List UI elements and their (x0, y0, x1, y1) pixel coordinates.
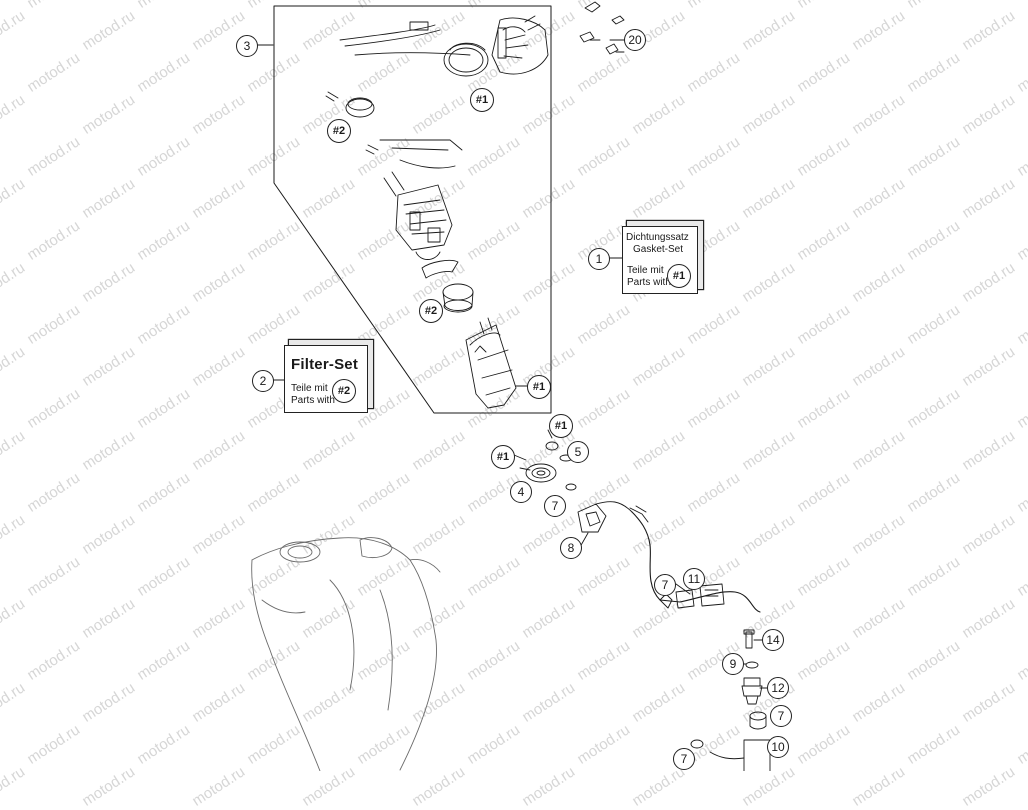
ref-tag-seal-upper[interactable]: #1 (549, 414, 573, 438)
screw-set-drawing (579, 1, 625, 55)
seal-parts-drawing (513, 429, 577, 491)
callout-2[interactable]: 2 (252, 370, 274, 392)
filter-set-ref-tag: #2 (332, 379, 356, 403)
pump-flange-drawing (491, 15, 549, 75)
callout-5[interactable]: 5 (567, 441, 589, 463)
outlet-pipe-drawing (690, 739, 771, 771)
coupler-drawing (577, 501, 633, 548)
callout-14[interactable]: 14 (762, 629, 784, 651)
callout-7-hose[interactable]: 7 (654, 574, 676, 596)
filter-set-box[interactable]: Filter-Set Teile mit Parts with (284, 345, 368, 413)
callout-4[interactable]: 4 (510, 481, 532, 503)
exploded-view-drawing (245, 1, 771, 771)
filter-set-parts-de: Teile mit (291, 383, 328, 394)
gasket-set-ref-tag: #1 (667, 264, 691, 288)
ref-tag-seal-left[interactable]: #1 (491, 445, 515, 469)
callout-12[interactable]: 12 (767, 677, 789, 699)
gasket-set-parts-en: Parts with (627, 277, 671, 288)
gasket-set-title-en: Gasket-Set (633, 244, 684, 255)
filter-cap-drawing (345, 98, 375, 118)
ref-tag-filter-cap[interactable]: #2 (327, 119, 351, 143)
callout-11[interactable]: 11 (683, 568, 705, 590)
callout-9[interactable]: 9 (722, 653, 744, 675)
gasket-set-title-de: Dichtungssatz (626, 232, 689, 243)
callout-10[interactable]: 10 (767, 736, 789, 758)
wire-harness-drawing (339, 21, 471, 56)
filter-ring-drawing (442, 283, 474, 313)
callout-7-outlet[interactable]: 7 (673, 748, 695, 770)
bolt-drawing (743, 629, 755, 649)
callout-8[interactable]: 8 (560, 537, 582, 559)
callout-1[interactable]: 1 (588, 248, 610, 270)
hose-sleeve-drawing (749, 711, 767, 721)
flange-gasket-ring (443, 43, 489, 77)
fuel-filter-drawing (465, 317, 517, 409)
fuel-pump-assembly-outline (273, 5, 552, 414)
fuel-tank-drawing (251, 537, 441, 771)
filter-set-parts-en: Parts with (291, 395, 335, 406)
filter-set-title: Filter-Set (291, 356, 359, 373)
callout-7-seal[interactable]: 7 (544, 495, 566, 517)
ref-tag-filter-ring[interactable]: #2 (419, 299, 443, 323)
pump-body-drawing (383, 171, 453, 260)
gasket-set-parts-de: Teile mit (627, 265, 664, 276)
callout-3[interactable]: 3 (236, 35, 258, 57)
pump-bracket-drawing (421, 259, 459, 279)
callout-7-sleeve[interactable]: 7 (770, 705, 792, 727)
fuel-fitting-drawing (741, 677, 769, 705)
ref-tag-gasket-flange[interactable]: #1 (470, 88, 494, 112)
o-ring-drawing (745, 661, 759, 669)
ref-tag-fuel-filter[interactable]: #1 (527, 375, 551, 399)
quick-connector-drawing (659, 583, 725, 609)
fuel-hose-drawing (631, 511, 761, 613)
gasket-set-box[interactable]: Dichtungssatz Gasket-Set Teile mit Parts… (622, 226, 698, 294)
callout-20[interactable]: 20 (624, 29, 646, 51)
